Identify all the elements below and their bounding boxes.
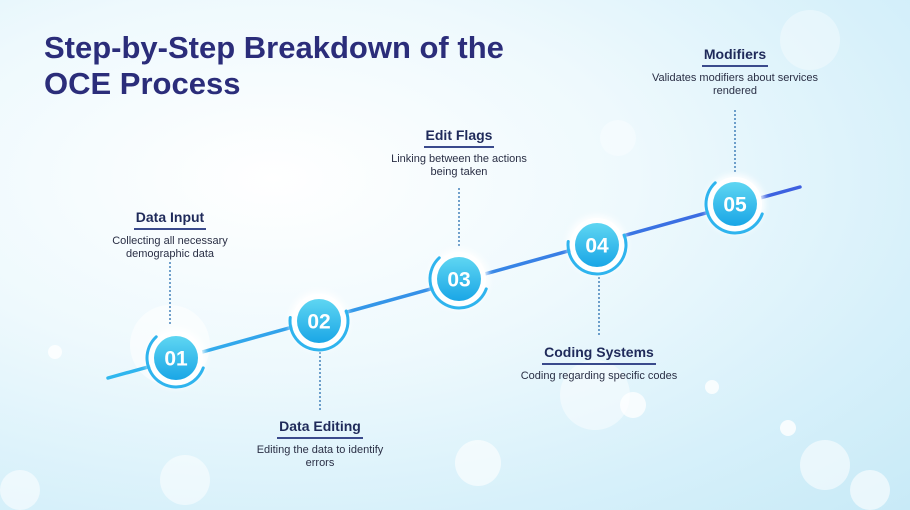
step-number-04: 04 (585, 235, 609, 258)
step-number-01: 01 (164, 348, 188, 371)
step-description: Collecting all necessary demographic dat… (112, 235, 228, 260)
step-number-02: 02 (307, 311, 330, 334)
step-node-01: 01 (145, 328, 206, 389)
step-description: Coding regarding specific codes (520, 370, 678, 382)
step-node-03: 03 (428, 249, 489, 310)
step-title: Modifiers (701, 46, 769, 67)
step-description: Linking between the actions being taken (391, 153, 527, 178)
step-node-02: 02 (288, 291, 350, 352)
step-description: Validates modifiers about services rende… (651, 72, 819, 97)
step-title: Data Editing (277, 418, 363, 439)
step-title: Edit Flags (423, 127, 495, 148)
step-number-05: 05 (723, 194, 747, 217)
step-node-04: 04 (566, 215, 628, 276)
step-number-03: 03 (447, 269, 470, 292)
page-title: Step-by-Step Breakdown of the OCE Proces… (44, 30, 504, 101)
step-description: Editing the data to identify errors (256, 444, 384, 469)
step-title: Coding Systems (542, 344, 656, 365)
step-node-05: 05 (704, 174, 765, 235)
step-title: Data Input (133, 209, 207, 230)
